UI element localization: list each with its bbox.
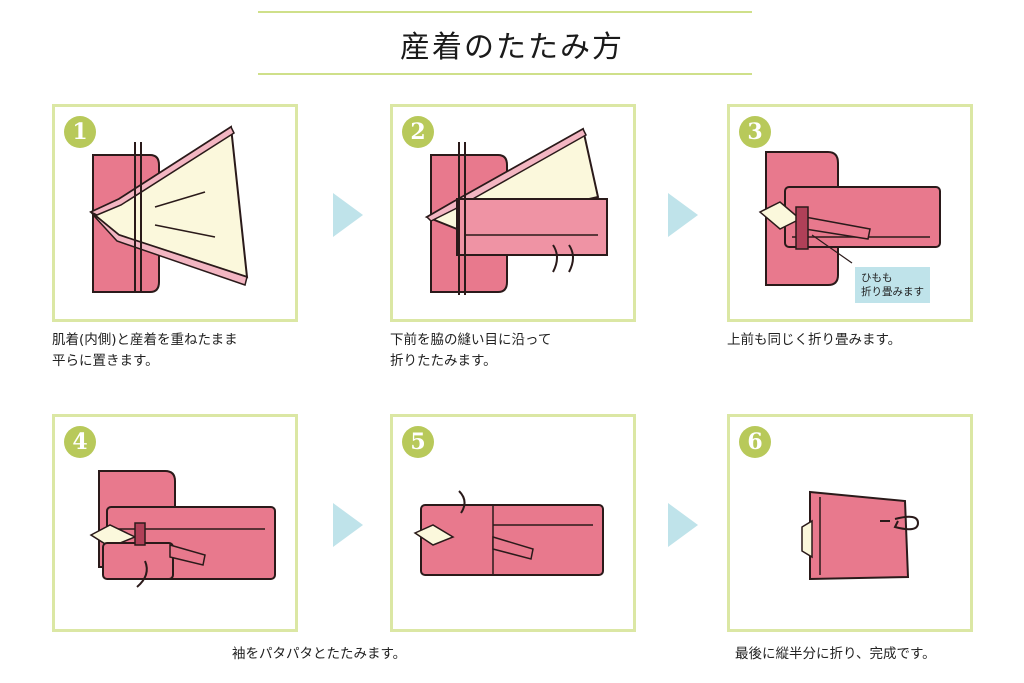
step-arrow-1-2 xyxy=(333,193,363,237)
title-rule-bottom xyxy=(258,73,752,75)
step-arrow-5-6 xyxy=(668,503,698,547)
step-6-illustration xyxy=(801,490,920,581)
step-5-illustration xyxy=(413,490,604,576)
sleeves-caption: 袖をパタパタとたたみます。 xyxy=(232,646,407,662)
step-arrow-4-5 xyxy=(333,503,363,547)
step-5-panel: 5 xyxy=(390,414,636,632)
step-3-illustration xyxy=(758,151,941,286)
page-title: 産着のたたみ方 xyxy=(400,30,624,65)
step-6-panel: 6 xyxy=(727,414,973,632)
step-2-illustration xyxy=(424,127,608,295)
step-number-badge: 4 xyxy=(64,426,96,458)
step-2-panel: 2 xyxy=(390,104,636,322)
step-arrow-2-3 xyxy=(668,193,698,237)
step-number-badge: 2 xyxy=(402,116,434,148)
step-3-panel: 3 ひもも 折り畳みます xyxy=(727,104,973,322)
step-1-panel: 1 xyxy=(52,104,298,322)
step-number-badge: 6 xyxy=(739,426,771,458)
string-note: ひもも 折り畳みます xyxy=(855,267,930,303)
step-number-badge: 3 xyxy=(739,116,771,148)
step-number-badge: 5 xyxy=(402,426,434,458)
step-number-badge: 1 xyxy=(64,116,96,148)
step-1-caption: 肌着(内側)と産着を重ねたまま 平らに置きます。 xyxy=(52,332,238,369)
step-4-panel: 4 xyxy=(52,414,298,632)
step-4-illustration xyxy=(89,470,276,588)
step-3-caption: 上前も同じく折り畳みます。 xyxy=(727,332,902,348)
step-2-caption: 下前を脇の縫い目に沿って 折りたたみます。 xyxy=(390,332,552,369)
step-1-illustration xyxy=(89,125,249,293)
final-caption: 最後に縦半分に折り、完成です。 xyxy=(735,646,936,662)
title-rule-top xyxy=(258,11,752,13)
